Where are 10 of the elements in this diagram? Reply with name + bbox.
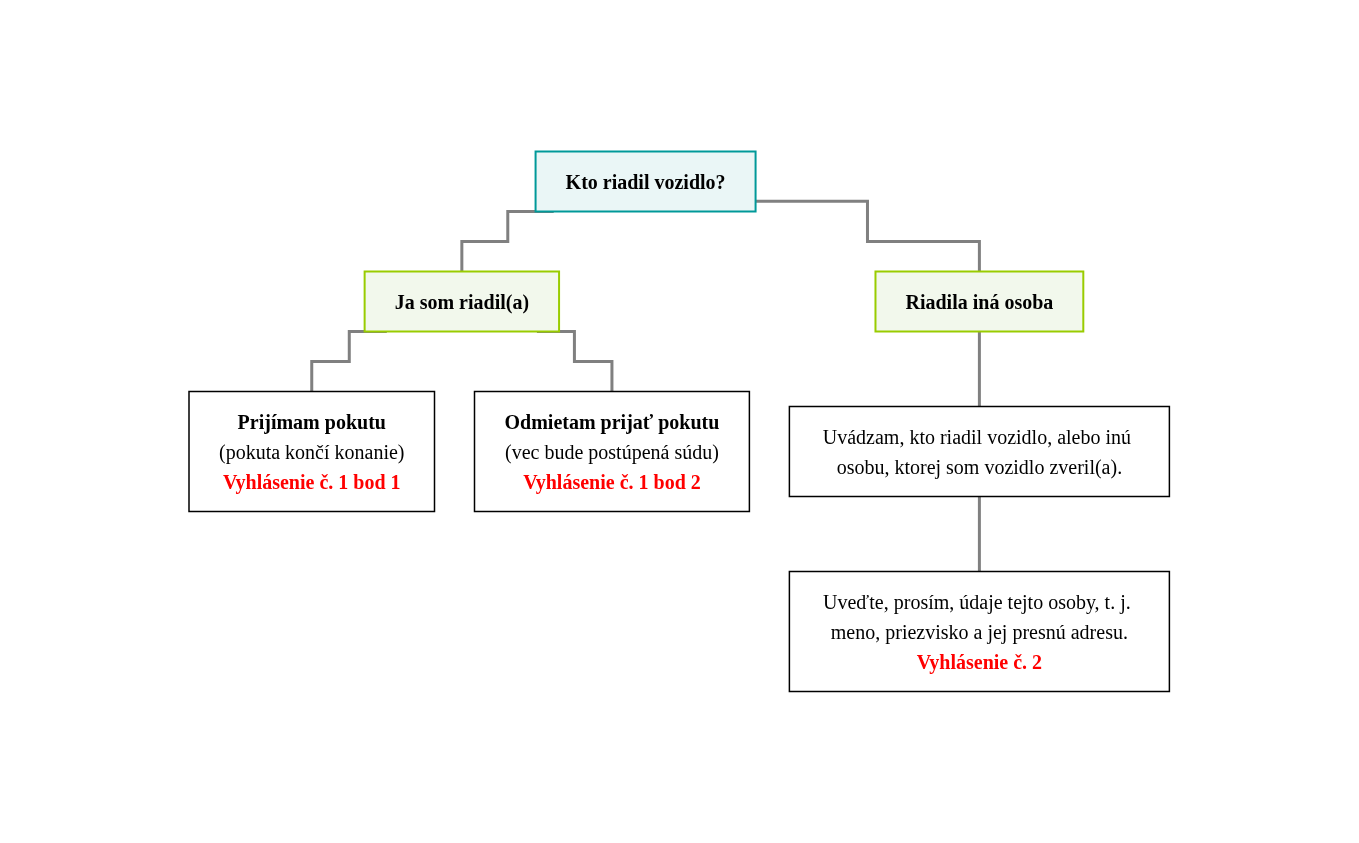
node-box: Uveďte, prosím, údaje tejto osoby, t. j. meno, priezvisko a jej presnú adresu. Vyhlásenie č. 2 <box>788 570 1171 693</box>
node-box: Prijímam pokutu (pokuta končí konanie) Vyhlásenie č. 1 bod 1 <box>188 390 436 513</box>
node-box: Riadila iná osoba <box>874 270 1085 333</box>
connector <box>978 495 982 573</box>
node-box: Ja som riadil(a) <box>363 270 561 333</box>
node-box: Odmietam prijať pokutu (vec bude postúpená súdu) Vyhlásenie č. 1 bod 2 <box>474 390 751 513</box>
node-box: Kto riadil vozidlo? <box>534 150 757 213</box>
connector <box>755 199 982 273</box>
node-box: Uvádzam, kto riadil vozidlo, alebo inú osobu, ktorej som vozidlo zveril(a). <box>788 405 1171 498</box>
connector <box>978 330 982 408</box>
